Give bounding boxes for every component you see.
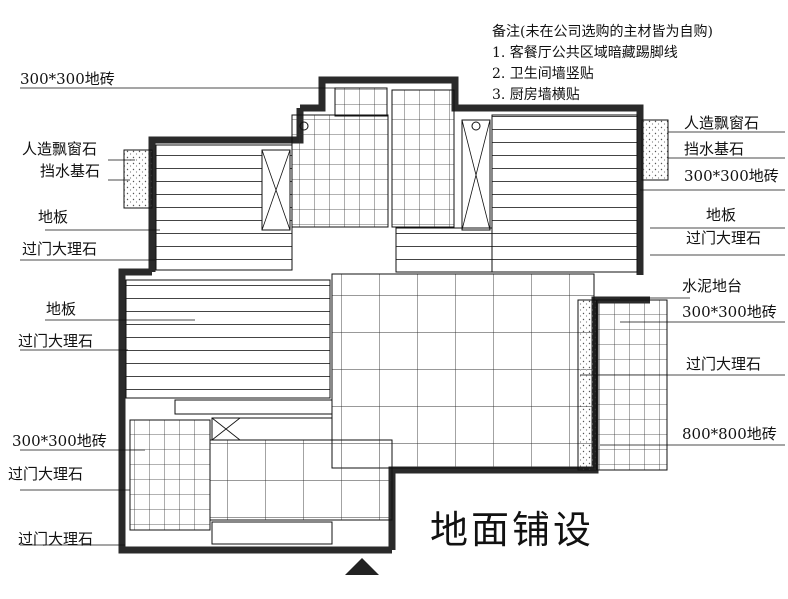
label-threshold-left-3: 过门大理石 (8, 465, 84, 483)
label-sill-right: 人造飘窗石 (684, 114, 760, 132)
label-floor-left-2: 地板 (46, 300, 77, 318)
drawing-title: 地面铺设 (430, 508, 595, 552)
label-sill-left: 人造飘窗石 (22, 140, 98, 158)
label-threshold-right-2: 过门大理石 (686, 355, 762, 373)
label-threshold-left-1: 过门大理石 (22, 240, 98, 258)
label-floor-left-1: 地板 (38, 208, 69, 226)
label-floor-right: 地板 (706, 206, 737, 224)
bedroom-mid (125, 279, 331, 399)
label-tile800: 800*800地砖 (682, 425, 777, 443)
label-tile300-bath: 300*300地砖 (12, 432, 107, 450)
label-threshold-left-4: 过门大理石 (18, 530, 94, 548)
notes-item-2: 2. 卫生间墙竖贴 (492, 66, 594, 82)
label-threshold-right-1: 过门大理石 (686, 229, 762, 247)
label-base-left: 挡水基石 (40, 162, 101, 180)
label-threshold-left-2: 过门大理石 (18, 332, 94, 350)
leader-lines (20, 87, 785, 546)
label-tile300-top: 300*300地砖 (20, 70, 115, 88)
label-cement-platform: 水泥地台 (682, 277, 743, 295)
notes-item-1: 1. 客餐厅公共区域暗藏踢脚线 (492, 45, 678, 61)
bathroom-bottom (129, 417, 333, 531)
notes-item-3: 3. 厨房墙横贴 (492, 87, 580, 103)
balcony-right (577, 299, 668, 471)
kitchen-bottom (211, 521, 333, 545)
label-base-right: 挡水基石 (684, 140, 745, 158)
notes-heading: 备注(未在公司选购的主材皆为自购) (492, 24, 713, 40)
north-arrow-icon (345, 558, 379, 575)
bedroom-right (395, 114, 669, 273)
label-tile300-right: 300*300地砖 (684, 167, 779, 185)
bathroom-top (261, 87, 491, 231)
label-tile300-right-2: 300*300地砖 (682, 303, 777, 321)
living-dining (174, 273, 595, 521)
